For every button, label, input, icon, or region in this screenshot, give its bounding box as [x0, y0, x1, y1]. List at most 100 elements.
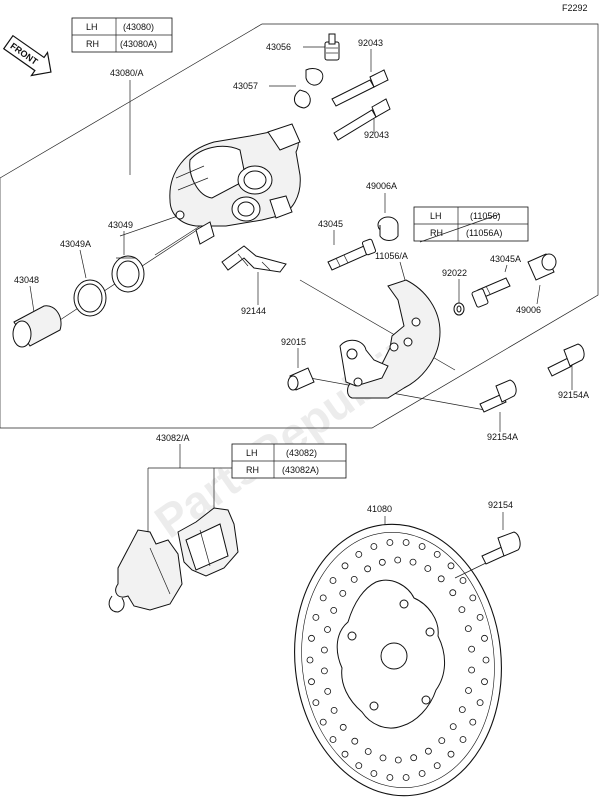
disc-hole	[370, 770, 378, 777]
brake-pad-43082	[177, 507, 239, 577]
disc-hole	[418, 543, 426, 550]
disc-hole	[324, 626, 331, 633]
disc-hole	[394, 556, 402, 564]
disc-hole	[458, 606, 466, 613]
disc-hole	[449, 723, 457, 730]
label-43080: 43080/A	[110, 68, 144, 78]
pad-spring-92144	[221, 245, 287, 273]
table-cell: (43082A)	[282, 465, 319, 475]
disc-hole	[330, 607, 338, 614]
disc-hole	[402, 539, 410, 546]
table-cell: (43082)	[286, 448, 317, 458]
disc-hole	[324, 688, 332, 695]
bleeder-valve-43056	[324, 33, 340, 61]
disc-hole	[459, 577, 467, 584]
disc-hole	[379, 754, 387, 762]
caliper-bracket-11056	[339, 279, 441, 399]
disc-hole	[409, 558, 417, 566]
disc-hole	[339, 723, 347, 731]
disc-bolt-92154	[481, 531, 521, 565]
table-cell: (43080A)	[120, 39, 157, 49]
table-cell: (11056)	[470, 211, 500, 221]
label-43049: 43049	[108, 220, 133, 230]
disc-vent-holes	[306, 539, 490, 781]
table-cell: LH	[246, 448, 258, 458]
label-92154A: 92154A	[558, 390, 589, 400]
disc-hole	[341, 750, 349, 758]
disc-hole	[476, 699, 484, 706]
disc-hole	[459, 736, 467, 743]
table-cell: RH	[86, 39, 99, 49]
label-43045A: 43045A	[490, 254, 521, 264]
dust-seal-43049A	[73, 279, 107, 317]
disc-hole	[350, 576, 358, 583]
label-92043: 92043	[358, 38, 383, 48]
disc-hole	[468, 645, 476, 653]
label-43045: 43045	[318, 219, 343, 229]
disc-hole	[312, 699, 320, 706]
label-11056: 11056/A	[375, 251, 408, 261]
label-43057: 43057	[233, 81, 258, 91]
disc-hole	[437, 575, 445, 583]
label-43049A: 43049A	[60, 239, 91, 249]
boot-49006	[527, 253, 557, 281]
bleeder-cap-43057	[294, 67, 324, 109]
table-cell: (43080)	[123, 22, 154, 32]
table-cell: LH	[86, 22, 98, 32]
disc-hole	[320, 667, 328, 675]
disc-hole	[468, 666, 476, 674]
disc-hole	[319, 594, 327, 602]
bracket-variant-table: LH (11056) RH (11056A)	[413, 206, 529, 242]
caliper-body-43080	[169, 123, 301, 245]
disc-hole	[424, 747, 432, 755]
disc-hole	[433, 551, 441, 558]
disc-hole	[476, 614, 484, 621]
figure-code: F2292	[562, 3, 588, 13]
front-arrow-icon: FRONT	[2, 34, 52, 77]
disc-hole	[433, 762, 441, 769]
disc-hole	[449, 589, 457, 597]
disc-hole	[370, 543, 378, 550]
caliper-variant-table: LH (43080) RH (43080A)	[71, 17, 173, 53]
disc-hole	[355, 551, 363, 558]
disc-hole	[308, 678, 315, 686]
label-92154A: 92154A	[487, 432, 518, 442]
disc-hole	[339, 590, 347, 597]
caliper-assembly-frame	[0, 23, 599, 429]
disc-hole	[469, 594, 477, 602]
disc-hole	[464, 625, 472, 632]
disc-hole	[355, 762, 363, 769]
disc-hole	[386, 539, 394, 546]
label-92015: 92015	[281, 337, 306, 347]
disc-hole	[402, 774, 410, 781]
brake-pad-43082	[108, 529, 183, 613]
disc-hole	[458, 706, 466, 713]
disc-hole	[364, 565, 372, 573]
disc-hole	[319, 718, 327, 726]
table-cell: RH	[430, 228, 443, 238]
label-92043: 92043	[364, 130, 389, 140]
table-cell: LH	[430, 211, 442, 221]
pad-variant-table: LH (43082) RH (43082A)	[231, 443, 347, 479]
disc-hole	[308, 634, 315, 642]
disc-hole	[329, 577, 337, 584]
label-43048: 43048	[14, 275, 39, 285]
pin-bolt-92043	[333, 98, 391, 141]
mount-bolt-92154A	[479, 379, 517, 413]
disc-hole	[465, 687, 472, 694]
washer-92022	[453, 302, 465, 316]
disc-hole	[306, 656, 314, 664]
disc-hole	[312, 614, 320, 621]
disc-hole	[424, 565, 432, 572]
piston-seal-43049	[111, 255, 145, 293]
disc-hole	[330, 707, 338, 714]
disc-hole	[320, 646, 328, 654]
disc-hole	[351, 737, 359, 745]
disc-hole	[469, 718, 477, 726]
slide-pin-43045A	[471, 277, 511, 308]
boot-49006A	[377, 216, 399, 241]
label-43082: 43082/A	[156, 433, 190, 443]
disc-hole	[329, 736, 337, 743]
pin-bolt-92043	[331, 69, 389, 107]
